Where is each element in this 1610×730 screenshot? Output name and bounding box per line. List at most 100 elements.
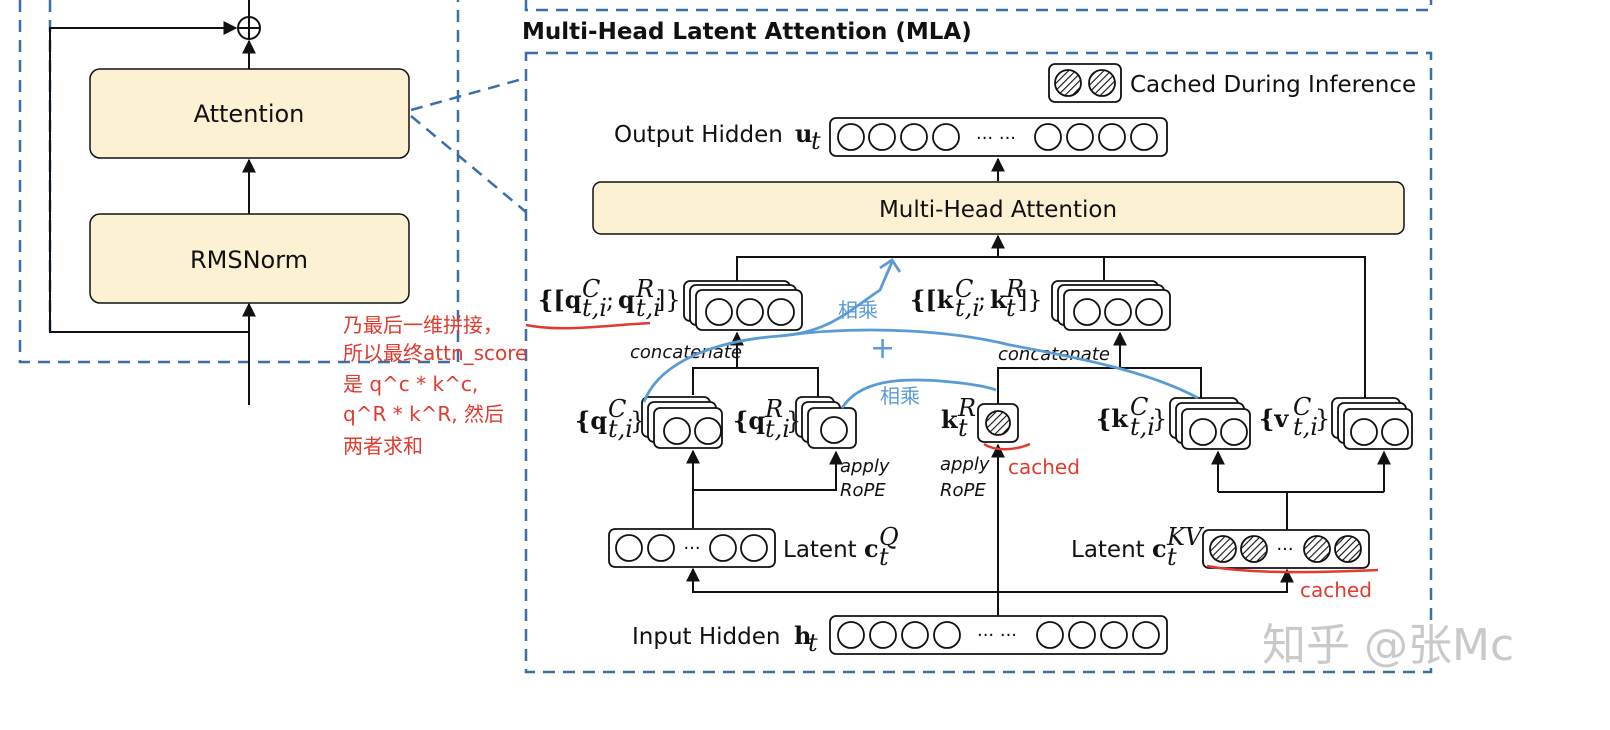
left-dashed-border xyxy=(18,0,460,364)
svg-text:;: ; xyxy=(606,286,614,314)
q-rope-label: RoPE xyxy=(840,480,886,501)
svg-text:h: h xyxy=(794,621,811,650)
kc-stack xyxy=(1169,397,1251,450)
note-line-3: 是 q^c * k^c, xyxy=(343,372,478,396)
legend: Cached During Inference xyxy=(1048,63,1416,103)
qr-label: {q R t,i } xyxy=(733,395,801,443)
blue-annotations: 相乘 相乘 + xyxy=(642,258,1199,409)
input-hidden-label: Input Hidden xyxy=(632,624,780,650)
vc-label: {v C t,i } xyxy=(1259,393,1330,441)
svg-text:{q: {q xyxy=(733,406,765,435)
k-concat-label: {[k C t,i ; k R t ]} xyxy=(910,275,1043,322)
svg-text:R: R xyxy=(957,394,976,422)
multiply-note-1: 相乘 xyxy=(838,298,878,322)
kr-label: k R t xyxy=(941,394,976,442)
mla-panel: Multi-Head Latent Attention (MLA) Cached… xyxy=(522,19,1433,674)
svg-text:C: C xyxy=(582,275,600,303)
svg-text:R: R xyxy=(764,395,783,423)
svg-text:t,i: t,i xyxy=(608,415,633,443)
svg-text:t,i: t,i xyxy=(582,294,607,322)
left-block: Attention RMSNorm xyxy=(18,0,527,405)
svg-text:c: c xyxy=(864,534,879,563)
svg-text:t,i: t,i xyxy=(1293,413,1318,441)
svg-text:··· ···: ··· ··· xyxy=(977,625,1017,646)
svg-text:t,i: t,i xyxy=(765,415,790,443)
svg-text:}: } xyxy=(1152,405,1167,433)
svg-text:t,i: t,i xyxy=(1130,413,1155,441)
latent-kv-label: Latent xyxy=(1071,537,1145,563)
svg-text:Q: Q xyxy=(879,523,899,551)
svg-text:{[k: {[k xyxy=(910,285,955,314)
output-hidden-sub: t xyxy=(811,127,821,155)
latent-kv: Latent c KV t ··· xyxy=(1071,523,1370,571)
svg-text:t,i: t,i xyxy=(955,294,980,322)
latent-q: ··· Latent c Q t xyxy=(608,523,899,571)
multiply-note-2: 相乘 xyxy=(880,384,920,408)
output-hidden-var: u xyxy=(795,119,812,148)
svg-text:c: c xyxy=(1152,534,1167,563)
q-concat-stack xyxy=(683,280,803,331)
output-hidden-label: Output Hidden xyxy=(614,122,783,148)
output-hidden: Output Hidden u t ··· ··· xyxy=(614,117,1168,157)
latent-q-label: Latent xyxy=(783,537,857,563)
multi-head-attention-box xyxy=(592,181,1405,235)
svg-text:t: t xyxy=(808,629,818,657)
watermark: 知乎 @张Mc xyxy=(1262,620,1514,671)
svg-text:R: R xyxy=(1005,275,1024,303)
kc-label: {k C t,i } xyxy=(1096,393,1167,441)
svg-text:···: ··· xyxy=(683,538,700,559)
svg-text:C: C xyxy=(1130,393,1148,421)
svg-text:t: t xyxy=(958,414,968,442)
k-apply-label: apply xyxy=(940,454,990,475)
note-line-5: 两者求和 xyxy=(343,434,423,458)
svg-text:···: ··· xyxy=(1276,539,1293,560)
output-ellipsis: ··· ··· xyxy=(976,128,1016,149)
top-dashed-border xyxy=(524,0,1433,12)
k-concat-stack xyxy=(1051,280,1171,331)
svg-text:}: } xyxy=(630,407,645,435)
svg-text:R: R xyxy=(635,275,654,303)
svg-text:C: C xyxy=(1293,393,1311,421)
svg-text:t: t xyxy=(1006,294,1016,322)
note-line-1: 乃最后一维拼接， xyxy=(343,313,503,337)
rmsnorm-label: RMSNorm xyxy=(190,246,308,274)
cached-vector-icon xyxy=(1054,69,1082,97)
svg-text:q: q xyxy=(618,285,635,314)
svg-text:k: k xyxy=(990,285,1008,314)
k-rope-label: RoPE xyxy=(940,480,986,501)
red-annotations: 乃最后一维拼接， 所以最终attn_score 是 q^c * k^c, q^R… xyxy=(343,313,1379,602)
svg-text:KV: KV xyxy=(1166,523,1205,551)
svg-text:{[q: {[q xyxy=(538,285,582,314)
svg-text:k: k xyxy=(941,405,959,434)
svg-text:t,i: t,i xyxy=(636,294,661,322)
vc-stack xyxy=(1331,397,1413,450)
mla-title: Multi-Head Latent Attention (MLA) xyxy=(522,19,972,45)
q-apply-label: apply xyxy=(840,456,890,477)
svg-text:{v: {v xyxy=(1259,404,1289,433)
svg-text:}: } xyxy=(786,407,801,435)
svg-text:}: } xyxy=(1315,405,1330,433)
residual-arrow xyxy=(49,21,249,333)
svg-text:C: C xyxy=(955,275,973,303)
qc-label: {q C t,i } xyxy=(575,395,645,443)
attention-box xyxy=(89,68,410,159)
note-line-2: 所以最终attn_score xyxy=(343,341,527,365)
plus-note: + xyxy=(870,331,895,366)
svg-text:]}: ]} xyxy=(656,286,681,314)
legend-text: Cached During Inference xyxy=(1130,72,1416,98)
svg-text:C: C xyxy=(608,395,626,423)
mha-label: Multi-Head Attention xyxy=(879,197,1117,223)
kr-vector xyxy=(977,403,1019,443)
attention-label: Attention xyxy=(194,100,305,128)
cached-note-ckv: cached xyxy=(1300,578,1372,602)
svg-text:]}: ]} xyxy=(1018,286,1043,314)
q-concat-label: {[q C t,i ; q R t,i ]} xyxy=(538,275,681,322)
input-hidden: Input Hidden h t ··· ··· xyxy=(632,615,1168,657)
svg-text:t: t xyxy=(879,543,889,571)
svg-text:;: ; xyxy=(978,286,986,314)
svg-text:{q: {q xyxy=(575,406,607,435)
note-line-4: q^R * k^R, 然后 xyxy=(343,402,504,426)
qr-stack xyxy=(795,396,857,449)
svg-text:{k: {k xyxy=(1096,404,1129,433)
